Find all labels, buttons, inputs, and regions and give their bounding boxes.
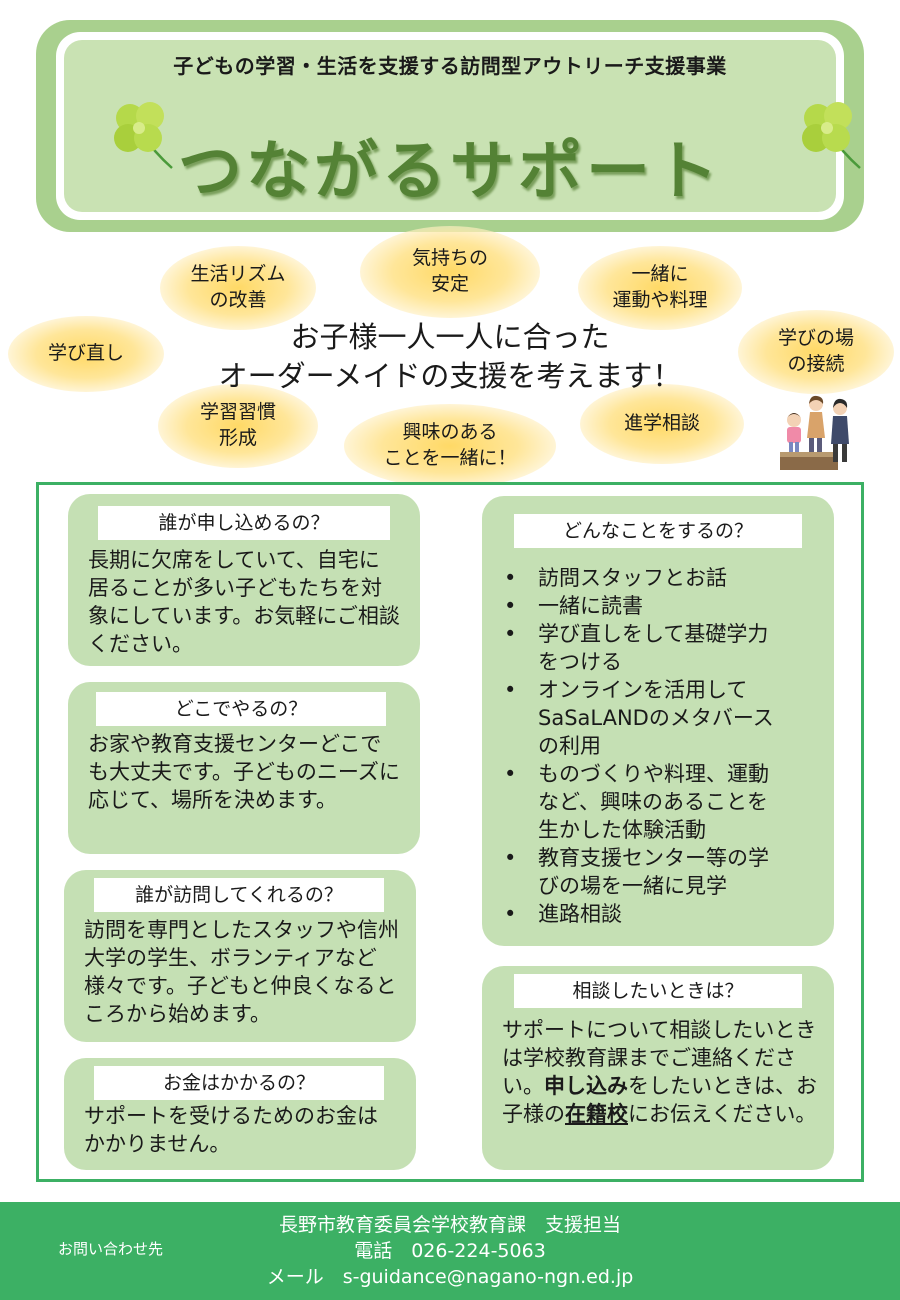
- card-what: どんなことをするの？ 訪問スタッフとお話 一緒に読書 学び直しをして基礎学力をつ…: [482, 496, 834, 946]
- contact-office: 長野市教育委員会学校教育課 支援担当: [278, 1214, 621, 1236]
- list-item-text: 生かした体験活動: [538, 818, 706, 842]
- card-text: サポートについて相談したいときは学校教育課までご連絡ください。申し込みをしたいと…: [502, 1016, 820, 1128]
- card-where: どこでやるの？ お家や教育支援センターどこでも大丈夫です。子どものニーズに応じて…: [68, 682, 420, 854]
- school-emphasis: 在籍校: [565, 1102, 628, 1126]
- bubble-rhythm: 生活リズムの改善: [160, 246, 316, 330]
- bubble-text: 学習習慣: [199, 401, 276, 424]
- contact-footer: お問い合わせ先 長野市教育委員会学校教育課 支援担当 電話 026-224-50…: [0, 1202, 900, 1300]
- clover-icon: [802, 102, 861, 169]
- apply-emphasis: 申し込み: [544, 1074, 628, 1098]
- bubble-text: 学びの場: [777, 327, 854, 350]
- bubble-text: の接続: [787, 353, 845, 375]
- card-title: 相談したいときは？: [514, 974, 802, 1008]
- bubble-text: 気持ちの: [411, 247, 488, 270]
- bubble-text: 進学相談: [623, 412, 700, 435]
- bubble-text: 興味のある: [402, 421, 498, 444]
- list-item-text: SaSaLANDのメタバース: [538, 706, 774, 730]
- list-item-text: 学び直しをして基礎学力: [538, 622, 769, 646]
- central-line: オーダーメイドの支援を考えます！: [218, 359, 682, 394]
- bubble-text: ことを一緒に！: [383, 447, 517, 469]
- header-banner: 子どもの学習・生活を支援する訪問型アウトリーチ支援事業 つながるサポート: [36, 20, 864, 232]
- bubble-text: 学び直し: [47, 342, 124, 365]
- bubble-interest: 興味のあることを一緒に！: [344, 404, 556, 488]
- page-title: つながるサポート: [178, 135, 722, 209]
- card-text: 訪問を専門としたスタッフや信州大学の学生、ボランティアなど様々です。子どもと仲良…: [84, 918, 399, 1026]
- card-text: サポートを受けるためのお金はかかりません。: [84, 1104, 378, 1156]
- card-title: 誰が訪問してくれるの？: [94, 878, 384, 912]
- contact-email[interactable]: メール s-guidance@nagano-ngn.ed.jp: [266, 1266, 634, 1288]
- list-item-text: など、興味のあることを: [538, 790, 768, 814]
- central-message: お子様一人一人に合った オーダーメイドの支援を考えます！: [120, 318, 780, 396]
- card-text: お家や教育支援センターどこでも大丈夫です。子どものニーズに応じて、場所を決めます…: [88, 732, 400, 812]
- bubble-text: 運動や料理: [612, 289, 708, 311]
- consult-text: にお伝えください。: [628, 1102, 817, 1126]
- list-item: 一緒に読書: [502, 592, 822, 620]
- central-line: お子様一人一人に合った: [290, 320, 610, 354]
- list-item: 進路相談: [502, 900, 822, 928]
- list-item-text: の利用: [538, 734, 601, 758]
- contact-phone[interactable]: 電話 026-224-5063: [354, 1240, 546, 1262]
- bubble-feelings: 気持ちの安定: [360, 226, 540, 318]
- clover-icon: [114, 102, 173, 169]
- contact-label: お問い合わせ先: [58, 1240, 164, 1258]
- bubble-text: 形成: [218, 427, 257, 449]
- card-title: どこでやるの？: [96, 692, 386, 726]
- bubble-connect: 学びの場の接続: [738, 310, 894, 394]
- family-illustration-icon: [780, 395, 849, 470]
- bubble-together: 一緒に運動や料理: [578, 246, 742, 330]
- bubble-habit: 学習習慣形成: [158, 384, 318, 468]
- header-frame: [56, 32, 844, 220]
- list-item-text: びの場を一緒に見学: [538, 874, 727, 898]
- bubble-text: 安定: [430, 273, 469, 295]
- header-subtitle: 子どもの学習・生活を支援する訪問型アウトリーチ支援事業: [173, 54, 727, 78]
- bubble-text: の改善: [209, 289, 267, 311]
- card-title: 誰が申し込めるの？: [98, 506, 390, 540]
- bubble-advice: 進学相談: [580, 384, 744, 464]
- card-text: 長期に欠席をしていて、自宅に居ることが多い子どもたちを対象にしています。お気軽に…: [88, 548, 400, 656]
- bubble-relearn: 学び直し: [8, 316, 164, 392]
- card-cost: お金はかかるの？ サポートを受けるためのお金はかかりません。: [64, 1058, 416, 1170]
- bubble-text: 一緒に: [631, 263, 689, 286]
- list-item-text: オンラインを活用して: [538, 678, 748, 702]
- list-item-text: をつける: [538, 650, 622, 674]
- consult-text: をしたいときは、お子様の: [502, 1074, 817, 1126]
- list-item-text: ものづくりや料理、運動: [538, 762, 769, 786]
- bubble-text: 生活リズム: [190, 263, 286, 286]
- consult-text: サポートについて相談したいときは学校教育課までご連絡ください。: [502, 1018, 817, 1098]
- list-item: 訪問スタッフとお話: [502, 564, 822, 592]
- header-panel: [64, 40, 836, 212]
- card-who-visit: 誰が訪問してくれるの？ 訪問を専門としたスタッフや信州大学の学生、ボランティアな…: [64, 870, 416, 1042]
- list-item-text: 一緒に読書: [538, 594, 643, 618]
- list-item-text: 訪問スタッフとお話: [538, 566, 727, 590]
- card-who-apply: 誰が申し込めるの？ 長期に欠席をしていて、自宅に居ることが多い子どもたちを対象に…: [68, 494, 420, 666]
- card-consult: 相談したいときは？ サポートについて相談したいときは学校教育課までご連絡ください…: [482, 966, 834, 1170]
- card-title: どんなことをするの？: [514, 514, 802, 548]
- card-title: お金はかかるの？: [94, 1066, 384, 1100]
- list-item-text: 進路相談: [538, 902, 622, 926]
- list-item-text: 教育支援センター等の学: [538, 846, 769, 870]
